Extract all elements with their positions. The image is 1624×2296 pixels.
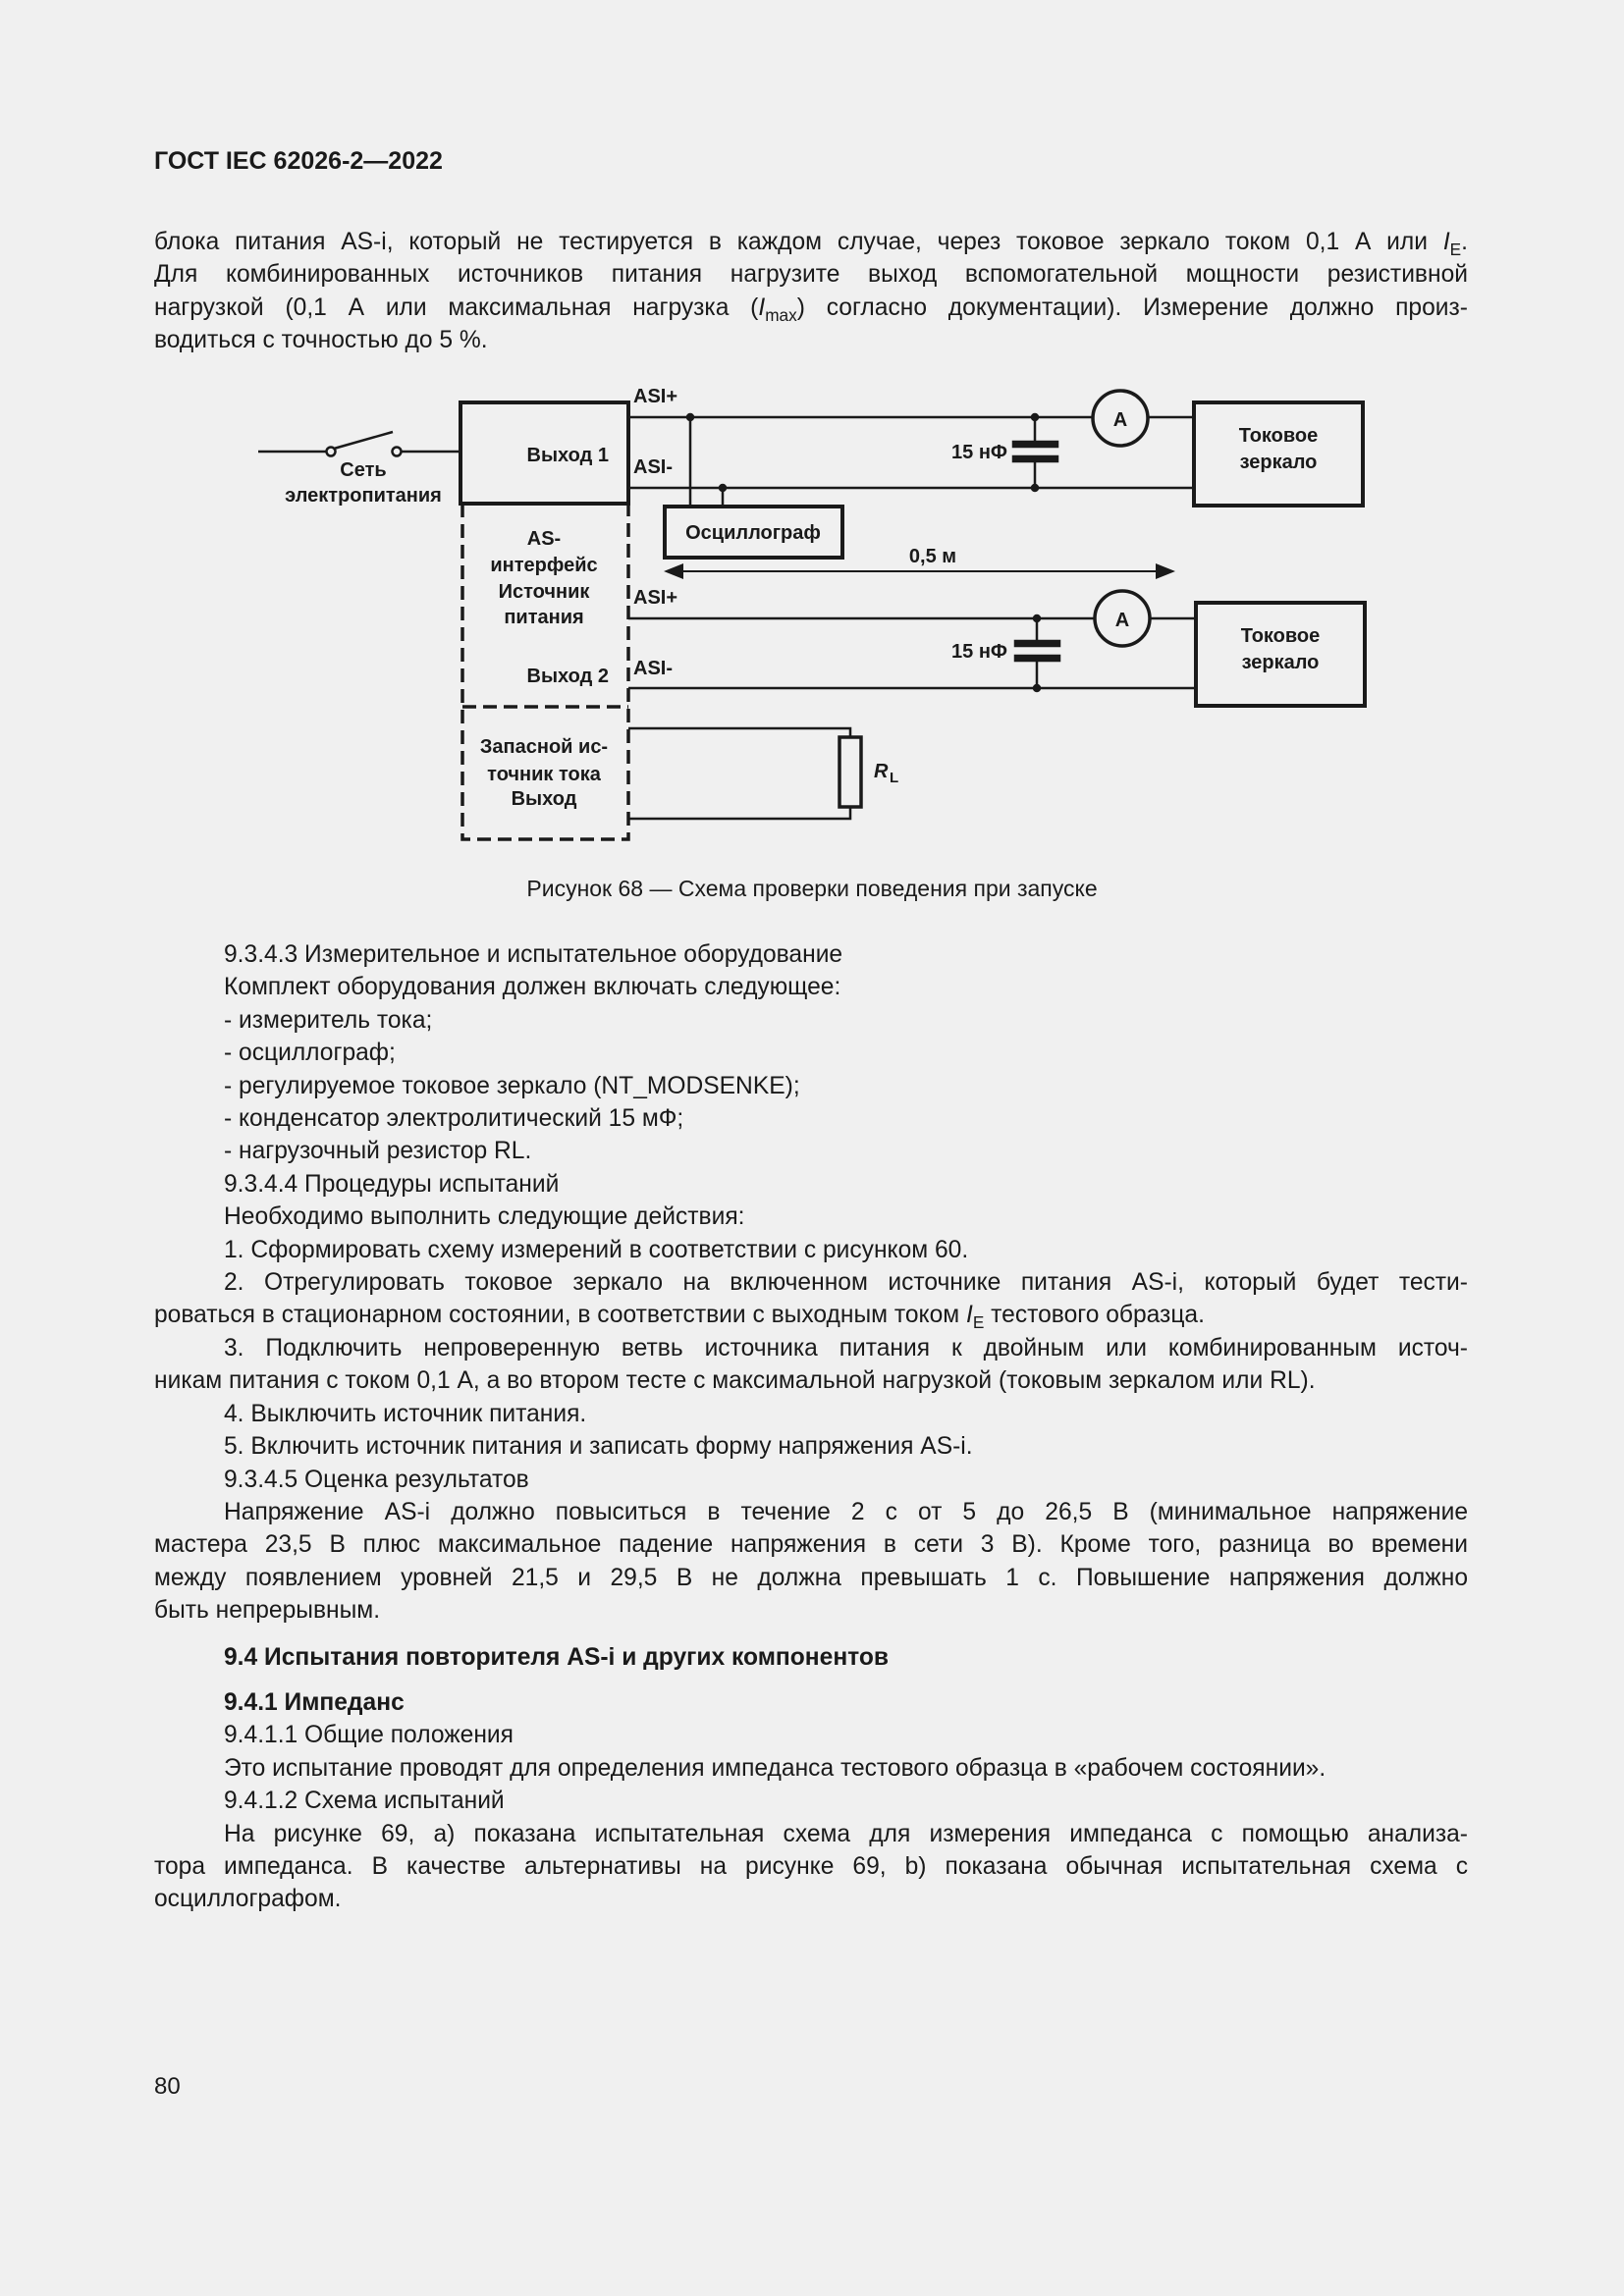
text-line: блока питания AS-i, который не тестирует… xyxy=(154,226,1468,258)
intro-paragraph: блока питания AS-i, который не тестирует… xyxy=(154,226,1468,357)
subscript: E xyxy=(1449,240,1462,260)
spare-label: точник тока xyxy=(487,764,602,785)
text: блока питания AS-i, который не тестирует… xyxy=(154,229,1443,255)
section-heading: 9.3.4.4 Процедуры испытаний xyxy=(224,1170,560,1198)
section-heading: 9.3.4.3 Измерительное и испытательное об… xyxy=(224,941,843,968)
text-line: Для комбинированных источников питания н… xyxy=(154,261,1468,289)
mains-label: электропитания xyxy=(285,485,442,507)
mirror-label: Токовое xyxy=(1241,625,1321,647)
step: 1. Сформировать схему измерений в соотве… xyxy=(224,1236,969,1263)
text-line: Комплект оборудования должен включать сл… xyxy=(224,974,841,1001)
step: 5. Включить источник питания и записать … xyxy=(224,1433,973,1461)
document-header: ГОСТ IEC 62026-2—2022 xyxy=(154,147,443,175)
capacitor-plate xyxy=(1013,639,1061,648)
text-line: Напряжение AS-i должно повыситься в тече… xyxy=(224,1498,1468,1525)
psu-label: питания xyxy=(504,607,583,628)
text: ) согласно документации). Измерение долж… xyxy=(796,294,1468,321)
text-line: водиться с точностью до 5 %. xyxy=(154,327,488,354)
spare-label: Выход xyxy=(512,788,577,810)
step: 2. Отрегулировать токовое зеркало на вкл… xyxy=(224,1269,1468,1297)
list-item: - измеритель тока; xyxy=(224,1006,433,1034)
text-line: нагрузкой (0,1 А или максимальная нагруз… xyxy=(154,292,1468,324)
symbol: I xyxy=(966,1302,973,1329)
text-line: На рисунке 69, а) показана испытательная… xyxy=(224,1820,1468,1847)
text-line: тора импеданса. В качестве альтернативы … xyxy=(154,1852,1468,1880)
mirror-label: Токовое xyxy=(1239,425,1319,447)
body-text: 9.3.4.3 Измерительное и испытательное об… xyxy=(154,938,1468,1916)
asi-minus-label: ASI- xyxy=(633,658,673,679)
capacitor-label: 15 нФ xyxy=(951,442,1007,463)
symbol: I xyxy=(758,294,766,321)
capacitor-plate xyxy=(1013,654,1061,663)
subscript: max xyxy=(765,304,797,325)
section-heading: 9.4.1.1 Общие положения xyxy=(224,1722,514,1749)
psu-dashed-box xyxy=(460,504,630,841)
psu-label: Источник xyxy=(499,581,591,603)
circuit-diagram: Сеть электропитания Выход 1 AS- интерфей… xyxy=(258,386,1367,841)
figure-caption: Рисунок 68 — Схема проверки поведения пр… xyxy=(526,876,1098,901)
oscilloscope-box xyxy=(663,505,844,560)
text: роваться в стационарном состоянии, в соо… xyxy=(154,1302,966,1329)
symbol: I xyxy=(1442,229,1450,255)
resistor-label: R xyxy=(874,761,889,782)
mirror-label: зеркало xyxy=(1242,652,1320,673)
text-line: мастера 23,5 В плюс максимальное падение… xyxy=(154,1531,1468,1559)
step: 3. Подключить непроверенную ветвь источн… xyxy=(224,1334,1468,1362)
text-line: осциллографом. xyxy=(154,1886,342,1913)
output2-label: Выход 2 xyxy=(527,666,609,687)
section-heading: 9.3.4.5 Оценка результатов xyxy=(224,1466,529,1493)
page-number: 80 xyxy=(154,2073,181,2100)
text-line: быть непрерывным. xyxy=(154,1597,381,1625)
step: никам питания с током 0,1 А, а во втором… xyxy=(154,1367,1316,1395)
mains-label: Сеть xyxy=(340,459,386,481)
resistor-wire xyxy=(628,807,852,821)
current-mirror-box-1 xyxy=(1192,400,1365,507)
oscilloscope-label: Осциллограф xyxy=(685,522,821,544)
ammeter-icon xyxy=(1093,589,1152,648)
spare-label: Запасной ис- xyxy=(480,736,608,758)
output1-label: Выход 1 xyxy=(527,445,609,466)
text-line: между появлением уровней 21,5 и 29,5 В н… xyxy=(154,1564,1468,1591)
switch-contact xyxy=(391,446,403,457)
section-heading: 9.4.1 Импеданс xyxy=(224,1688,405,1716)
text-line: Это испытание проводят для определения и… xyxy=(224,1754,1326,1782)
distance-label: 0,5 м xyxy=(909,546,956,567)
asi-plus-label: ASI+ xyxy=(633,386,677,407)
ammeter-icon xyxy=(1091,389,1150,448)
output1-box xyxy=(459,400,630,506)
list-item: - осциллограф; xyxy=(224,1040,396,1067)
switch-lever xyxy=(333,430,394,451)
text: нагрузкой (0,1 А или максимальная нагруз… xyxy=(154,294,759,321)
step: роваться в стационарном состоянии, в соо… xyxy=(154,1299,1468,1331)
asi-plus-label: ASI+ xyxy=(633,587,677,609)
text: . xyxy=(1461,229,1468,255)
switch-contact xyxy=(325,446,337,457)
ammeter-label: A xyxy=(1113,409,1127,431)
mirror-label: зеркало xyxy=(1240,452,1318,473)
psu-label: AS- xyxy=(527,528,561,550)
resistor-icon xyxy=(838,735,863,809)
resistor-sub: L xyxy=(890,770,898,786)
text-line: Необходимо выполнить следующие действия: xyxy=(224,1203,745,1231)
psu-label: интерфейс xyxy=(490,555,597,576)
section-heading: 9.4 Испытания повторителя AS-i и других … xyxy=(224,1643,890,1671)
capacitor-plate xyxy=(1011,454,1059,463)
list-item: - конденсатор электролитический 15 мФ; xyxy=(224,1105,684,1133)
current-mirror-box-2 xyxy=(1194,601,1367,708)
list-item: - нагрузочный резистор RL. xyxy=(224,1138,532,1165)
capacitor-plate xyxy=(1011,440,1059,449)
capacitor-label: 15 нФ xyxy=(951,641,1007,663)
step: 4. Выключить источник питания. xyxy=(224,1400,587,1427)
list-item: - регулируемое токовое зеркало (NT_MODSE… xyxy=(224,1072,800,1099)
ammeter-label: A xyxy=(1115,610,1129,631)
subscript: E xyxy=(972,1312,985,1333)
resistor-wire xyxy=(628,726,852,737)
text: тестового образца. xyxy=(984,1302,1205,1329)
section-heading: 9.4.1.2 Схема испытаний xyxy=(224,1788,505,1815)
asi-minus-label: ASI- xyxy=(633,456,673,478)
